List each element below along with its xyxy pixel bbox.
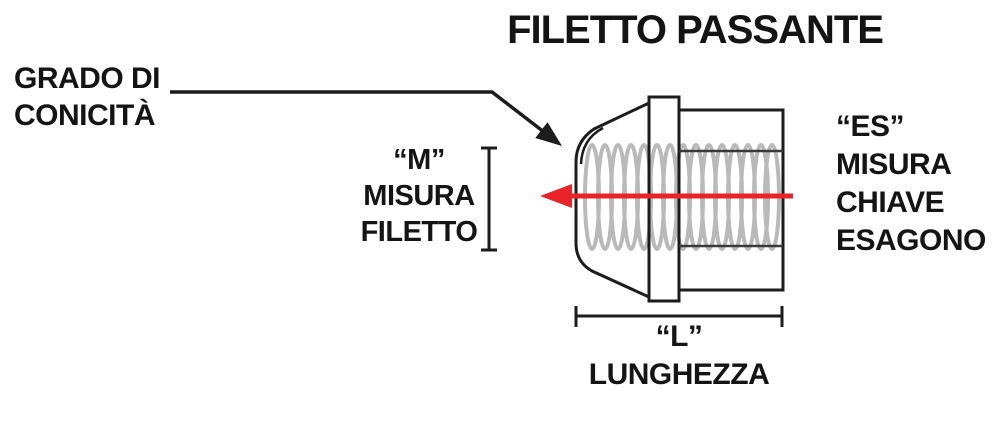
hex-label-line2: MISURA: [836, 148, 952, 181]
length-label-line2: LUNGHEZZA: [588, 358, 770, 391]
through-thread-arrow: [540, 184, 793, 208]
taper-angle-label-line1: GRADO DI: [14, 62, 161, 95]
thread-size-symbol: “M”: [393, 144, 445, 176]
diagram-title: FILETTO PASSANTE: [507, 8, 884, 52]
thread-size-label-line2: MISURA: [363, 180, 475, 212]
hex-label-line4: ESAGONO: [836, 224, 986, 257]
hex-wrench-size-label: “ES” MISURA CHIAVE ESAGONO: [836, 108, 986, 260]
hex-label-line3: CHIAVE: [836, 186, 945, 219]
thread-size-label: “M” MISURA FILETTO: [358, 142, 480, 250]
taper-angle-label: GRADO DI CONICITÀ: [14, 60, 161, 134]
taper-leader-line: [170, 90, 562, 146]
taper-angle-label-line2: CONICITÀ: [14, 99, 156, 132]
length-dimension-line: [574, 306, 784, 327]
hex-size-symbol: “ES”: [836, 110, 905, 143]
hex-body-outline: [677, 108, 785, 292]
length-label: “L” LUNGHEZZA: [562, 318, 796, 394]
length-size-symbol: “L”: [655, 320, 703, 353]
thread-dimension-bracket: [481, 146, 497, 252]
cone-seat-outline: [574, 101, 651, 299]
seat-chamfer-arc: [579, 126, 604, 165]
thread-size-label-line3: FILETTO: [360, 216, 478, 248]
